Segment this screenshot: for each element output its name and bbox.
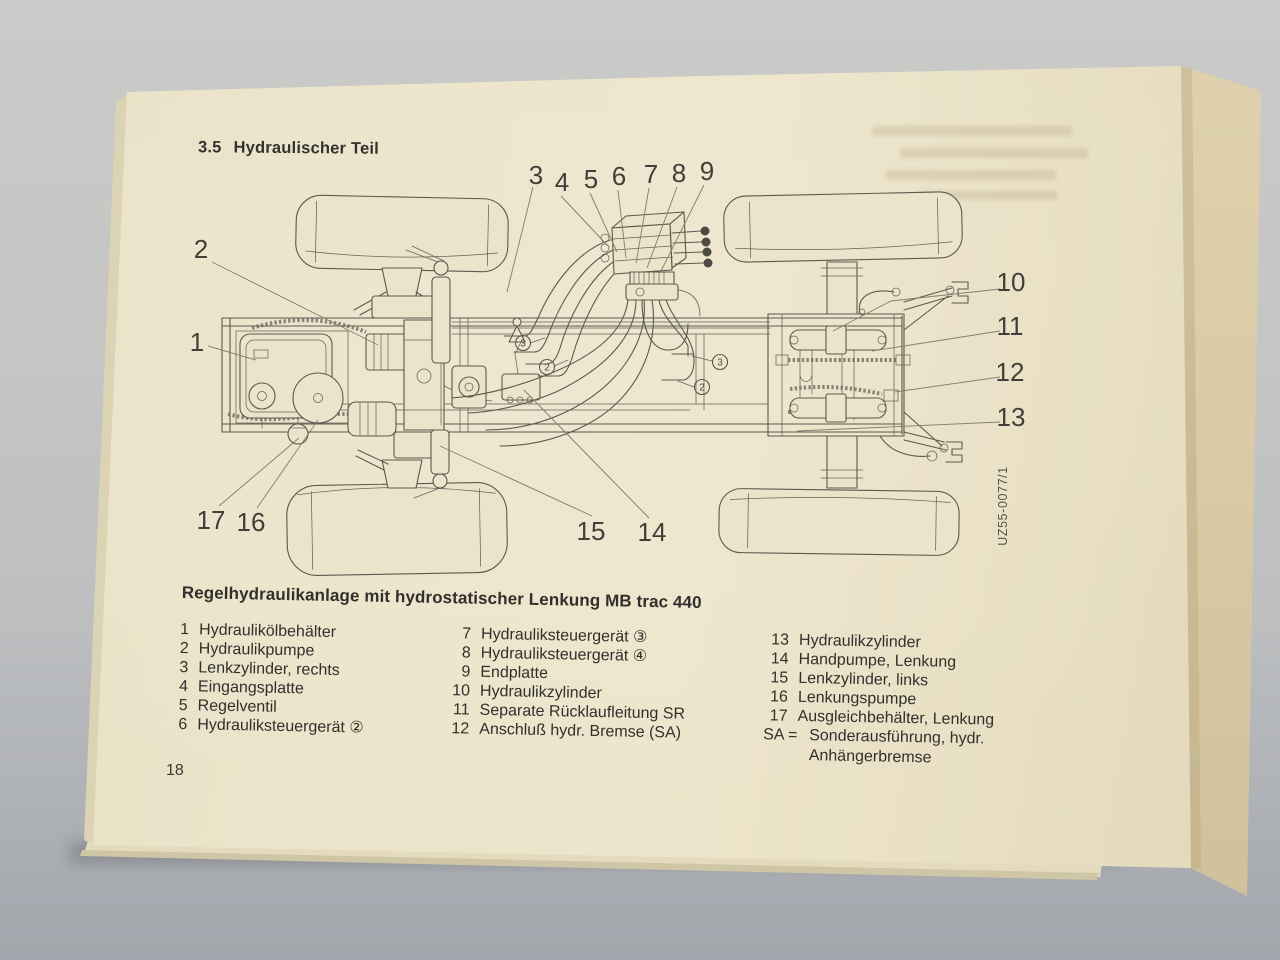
showthrough-text [900,148,1088,158]
callout-17: 17 [197,505,226,535]
steering-pump [292,372,397,437]
callout-8: 8 [672,158,686,188]
front-left-wheel [286,482,508,576]
inline-circled-labels: 3 2 3 2 [514,334,729,396]
caption-and-legend: Regelhydraulikanlage mit hydrostatischer… [176,583,1080,810]
callout-11: 11 [997,311,1024,341]
hitch-arms [879,281,969,463]
legend-note-key: SA = [763,726,798,745]
front-axle [353,267,447,489]
wheel-knuckle [451,365,487,409]
circled-label: 3 [717,358,723,369]
drawing-code: UZ55-0077/1 [996,466,1010,546]
callout-2: 2 [194,234,208,264]
steering-reservoir [287,416,309,445]
showthrough-text [886,170,1056,180]
callout-9: 9 [700,156,714,186]
callout-4: 4 [555,167,569,197]
callout-14: 14 [638,517,667,547]
legend-note-text: Sonderausführung, hydr.Anhängerbremse [808,727,985,767]
callout-5: 5 [584,164,598,194]
callout-7: 7 [644,159,658,189]
hydraulic-system-diagram: 3 2 3 2 1 2 3 4 5 6 7 8 9 10 11 12 [190,156,1026,576]
circled-label: 3 [520,339,526,350]
circled-label: 2 [544,363,550,374]
rear-left-wheel [718,488,960,556]
legend-note: SA = Sonderausführung, hydr.Anhängerbrem… [763,726,994,769]
callout-numbers: 1 2 3 4 5 6 7 8 9 10 11 12 13 14 15 16 1… [190,156,1026,547]
hand-pump [501,317,541,404]
callout-12: 12 [996,357,1025,387]
front-right-wheel [295,194,509,273]
callout-6: 6 [612,161,626,191]
callout-13: 13 [997,402,1026,432]
callout-leaders [207,184,1001,519]
steering-cylinder-right [405,245,451,426]
callout-10: 10 [997,267,1026,297]
rear-right-wheel [723,191,963,263]
rear-hydraulic-unit [767,287,911,437]
callout-16: 16 [237,507,266,537]
rear-axle [820,261,864,489]
callout-15: 15 [577,516,606,546]
showthrough-text [918,191,1058,200]
callout-3: 3 [529,160,543,190]
hose-fan [451,239,695,447]
steering-cylinder-left [413,429,450,499]
page-number: 18 [166,762,184,779]
showthrough-text [872,126,1072,136]
callout-1: 1 [190,327,204,357]
circled-label: 2 [699,383,705,394]
control-valve-block [600,211,713,317]
